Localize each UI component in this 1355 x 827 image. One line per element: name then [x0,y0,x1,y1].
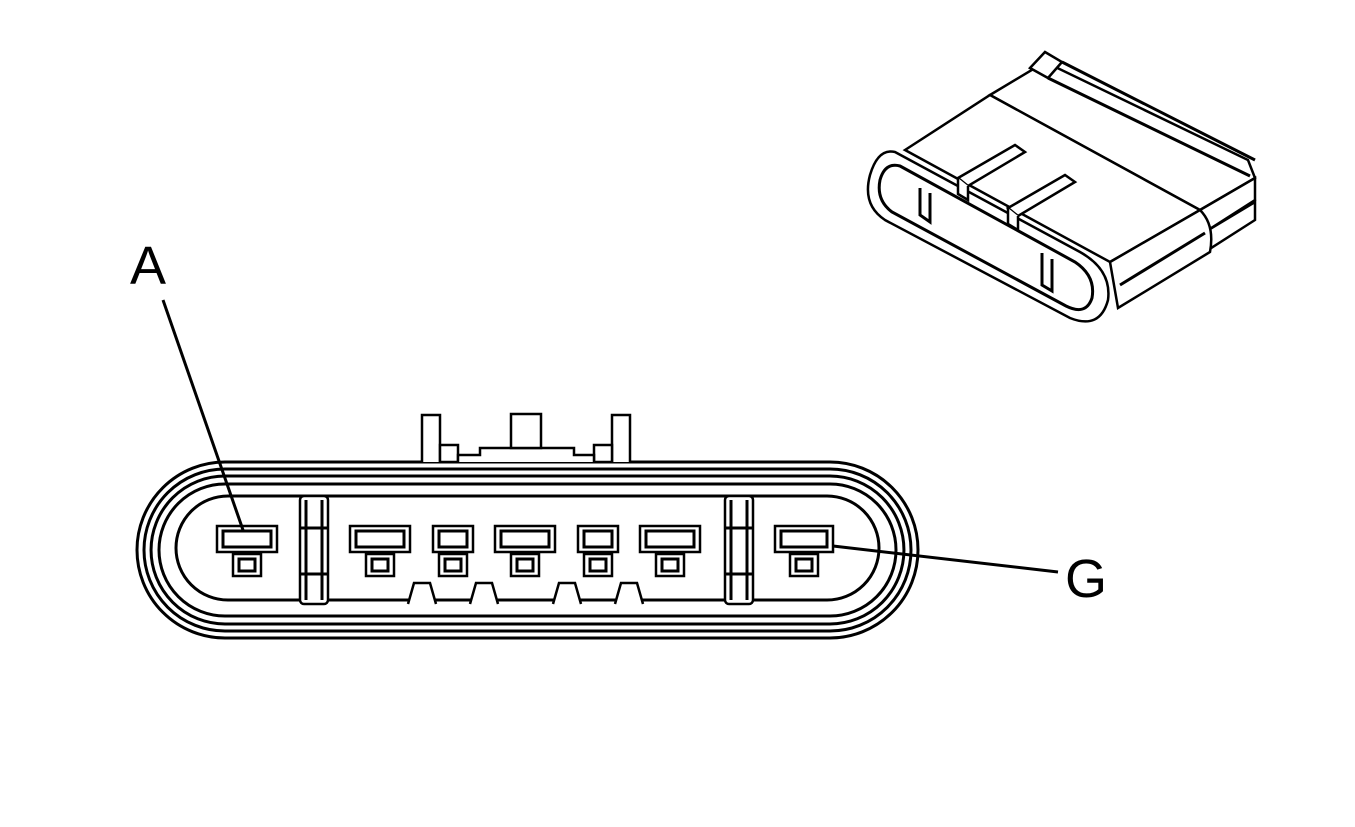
latch-tab [420,412,632,464]
terminal-cavity-f [638,524,702,578]
terminal-cavity-g [773,524,835,578]
terminal-cavity-d [493,524,557,578]
connector-isometric-view [866,50,1257,323]
callout-a: A [130,236,245,531]
terminal-cavity-e [576,524,620,578]
callout-g-label: G [1065,549,1107,609]
terminal-cavity-c [431,524,475,578]
terminal-cavity-b [348,524,412,578]
keying-bumps [406,581,645,605]
divider-left [298,494,330,606]
divider-right [723,494,755,606]
terminal-cavity-a [215,524,279,578]
callout-a-leader [161,299,245,531]
callout-g: G [832,544,1107,609]
connector-face [135,412,920,640]
callout-g-leader [832,544,1059,574]
callout-a-label: A [130,236,166,296]
